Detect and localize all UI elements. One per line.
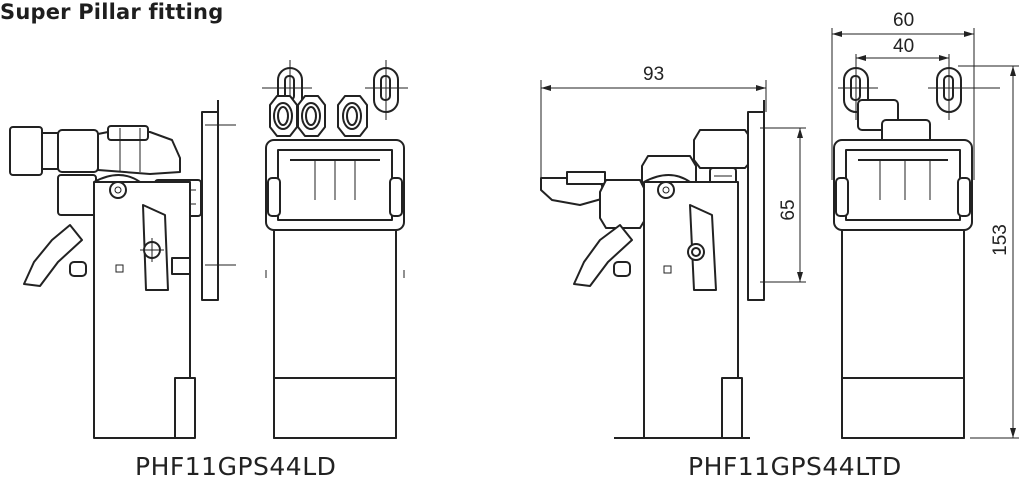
diagram-title: Super Pillar fitting [0,0,224,24]
dim-length-label: 93 [643,64,664,85]
model-label-left: PHF11GPS44LD [135,452,337,481]
dimension-lines [540,28,1019,439]
model-label-right: PHF11GPS44LTD [688,452,902,481]
view1-front [262,60,408,439]
dim-height-mid-label: 65 [778,199,799,220]
dim-width-inner-label: 40 [893,36,914,57]
dim-width-outer-label: 60 [893,10,914,31]
view2-front [833,60,1000,439]
view1-side [9,100,236,439]
dim-height-total-label: 153 [990,224,1011,256]
view2-side [540,100,806,439]
